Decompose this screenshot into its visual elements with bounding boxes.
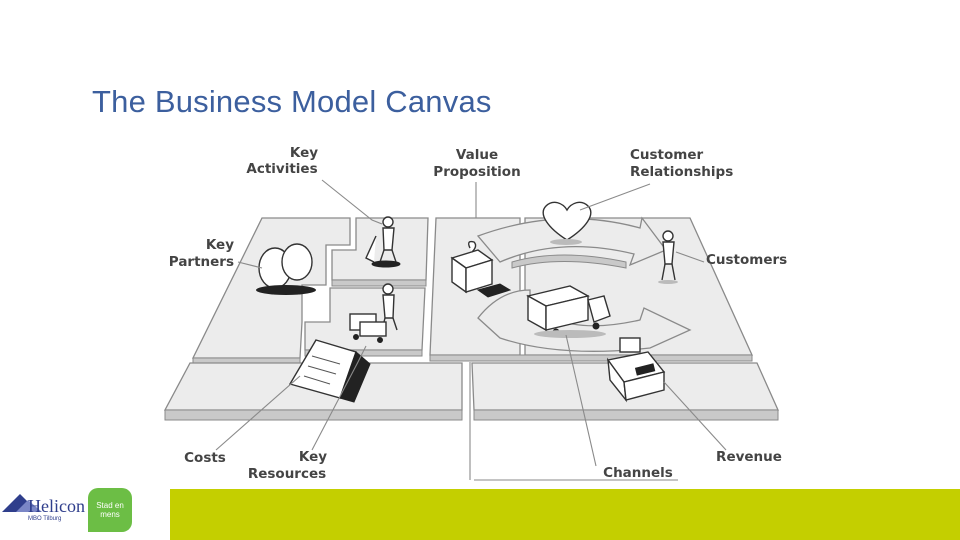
slide-title: The Business Model Canvas — [92, 84, 492, 119]
label-key-partners-1: Key — [206, 237, 234, 253]
label-value-proposition-1: Value — [456, 147, 498, 163]
logo-badge-line-2: mens — [100, 510, 120, 519]
label-customer-relationships-2: Relationships — [630, 164, 733, 180]
label-key-partners-2: Partners — [169, 254, 234, 270]
leader-lines — [215, 179, 727, 481]
truck-illustration — [526, 285, 611, 338]
label-key-activities-1: Key — [290, 145, 318, 161]
heart-illustration — [542, 201, 592, 245]
rings-illustration — [256, 243, 316, 295]
logo-name: Helicon — [28, 496, 85, 516]
customer-person-illustration — [658, 230, 678, 284]
panel-key-partners-side — [192, 357, 301, 364]
logo-mountain-icon — [2, 494, 42, 512]
cash-register-illustration — [606, 337, 666, 403]
label-value-proposition-2: Proposition — [433, 164, 520, 180]
logo-subtitle: MBO Tilburg — [28, 516, 62, 522]
label-key-activities-2: Activities — [246, 161, 317, 177]
label-customers: Customers — [706, 252, 787, 268]
worker-cart-illustration — [349, 283, 398, 343]
arrow-band — [511, 254, 627, 269]
label-costs: Costs — [184, 450, 226, 466]
panel-key-activities-side — [331, 279, 427, 287]
paper-sheet-illustration — [288, 339, 371, 403]
panel-revenue-side — [473, 409, 779, 421]
label-key-resources-2: Resources — [248, 466, 326, 482]
footer-band — [170, 489, 960, 540]
gift-box-illustration — [450, 240, 512, 298]
logo-badge-line-1: Stad en — [96, 501, 124, 510]
panel-customers-side — [429, 354, 753, 362]
worker-vacuum-illustration — [365, 216, 401, 268]
canvas-labels: Key Activities Value Proposition Custome… — [169, 145, 787, 482]
footer-logo: Helicon MBO Tilburg Stad en mens — [0, 486, 170, 540]
logo-badge: Stad en mens — [88, 488, 132, 532]
label-channels: Channels — [603, 465, 673, 481]
label-customer-relationships-1: Customer — [630, 147, 704, 163]
panel-costs-side — [164, 409, 463, 421]
label-key-resources-1: Key — [299, 449, 327, 465]
label-revenue: Revenue — [716, 449, 782, 465]
